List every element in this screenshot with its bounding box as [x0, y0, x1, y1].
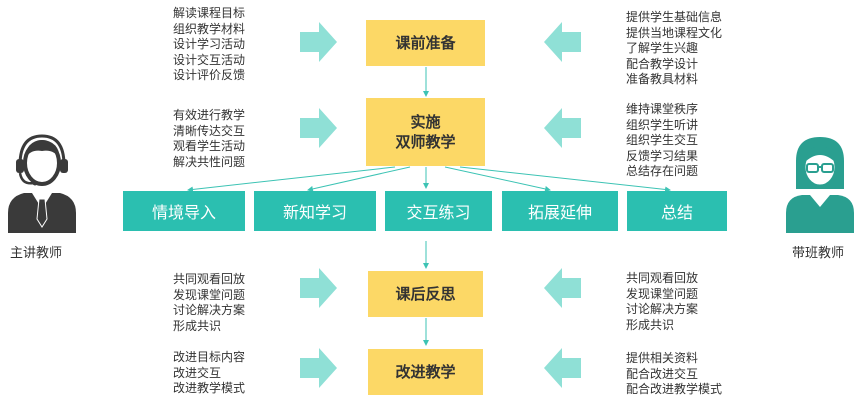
stage-post-class-label: 课后反思: [395, 285, 456, 303]
stage-implement-line1: 实施: [410, 113, 441, 131]
stage-implement: 实施 双师教学: [366, 98, 485, 166]
step-interactive-practice: 交互练习: [385, 191, 492, 231]
note-line: 总结存在问题: [626, 164, 699, 178]
note-line: 共同观看回放: [626, 271, 699, 285]
note-line: 改进教学模式: [173, 381, 246, 395]
note-line: 提供相关资料: [626, 351, 699, 365]
note-line: 了解学生兴趣: [626, 41, 699, 55]
note-line: 讨论解决方案: [626, 302, 699, 316]
note-line: 设计学习活动: [173, 37, 246, 51]
class-teacher-icon: [786, 137, 854, 233]
step-label: 拓展延伸: [527, 203, 592, 222]
step-label: 新知学习: [282, 203, 347, 222]
step-summary: 总结: [627, 191, 727, 231]
note-line: 配合改进教学模式: [626, 382, 723, 396]
note-line: 解决共性问题: [173, 154, 246, 169]
note-line: 提供学生基础信息: [626, 10, 723, 24]
stage-improve-label: 改进教学: [395, 363, 456, 381]
note-line: 观看学生活动: [173, 139, 246, 153]
class-teacher-label: 带班教师: [792, 246, 845, 261]
step-label: 总结: [660, 203, 693, 222]
right-notes-improve: 提供相关资料 配合改进交互 配合改进教学模式: [626, 351, 722, 398]
note-line: 改进目标内容: [173, 350, 246, 364]
step-label: 交互练习: [406, 203, 471, 222]
note-line: 清晰传达交互: [173, 123, 246, 138]
note-line: 反馈学习结果: [626, 148, 699, 163]
stage-pre-class: 课前准备: [366, 20, 485, 66]
stage-pre-class-label: 课前准备: [395, 34, 456, 52]
note-line: 维持课堂秩序: [626, 102, 699, 116]
note-line: 设计评价反馈: [173, 68, 246, 82]
note-line: 共同观看回放: [173, 272, 246, 286]
note-line: 发现课堂问题: [626, 286, 699, 301]
right-notes-post-class: 共同观看回放 发现课堂问题 讨论解决方案 形成共识: [626, 271, 698, 333]
note-line: 形成共识: [173, 318, 222, 333]
step-new-knowledge: 新知学习: [254, 191, 376, 231]
note-line: 提供当地课程文化: [626, 25, 723, 40]
note-line: 形成共识: [626, 317, 675, 332]
left-notes-improve: 改进目标内容 改进交互 改进教学模式: [173, 350, 245, 397]
note-line: 准备教具材料: [626, 72, 699, 86]
note-line: 改进交互: [173, 365, 222, 380]
right-notes-implement: 维持课堂秩序 组织学生听讲 组织学生交互 反馈学习结果 总结存在问题: [626, 102, 698, 180]
stage-improve: 改进教学: [368, 349, 483, 395]
step-extension: 拓展延伸: [502, 191, 618, 231]
note-line: 组织学生交互: [626, 133, 699, 147]
note-line: 解读课程目标: [173, 6, 246, 20]
right-arrows: [544, 22, 581, 388]
note-line: 设计交互活动: [173, 52, 246, 67]
note-line: 发现课堂问题: [173, 287, 246, 302]
note-line: 有效进行教学: [173, 108, 246, 122]
note-line: 组织学生听讲: [626, 117, 699, 132]
left-arrows: [300, 22, 337, 388]
step-label: 情境导入: [151, 203, 216, 222]
note-line: 讨论解决方案: [173, 303, 246, 317]
left-notes-post-class: 共同观看回放 发现课堂问题 讨论解决方案 形成共识: [173, 272, 245, 334]
note-line: 配合教学设计: [626, 56, 699, 71]
step-situation: 情境导入: [123, 191, 245, 231]
left-notes-implement: 有效进行教学 清晰传达交互 观看学生活动 解决共性问题: [173, 108, 245, 170]
left-notes-pre-class: 解读课程目标 组织教学材料 设计学习活动 设计交互活动 设计评价反馈: [173, 6, 245, 84]
right-notes-pre-class: 提供学生基础信息 提供当地课程文化 了解学生兴趣 配合教学设计 准备教具材料: [626, 10, 722, 88]
note-line: 配合改进交互: [626, 366, 699, 381]
stage-post-class: 课后反思: [368, 271, 483, 317]
stage-implement-line2: 双师教学: [395, 133, 456, 151]
lead-teacher-icon: [8, 134, 76, 233]
note-line: 组织教学材料: [173, 21, 246, 36]
lead-teacher-label: 主讲教师: [10, 246, 63, 261]
